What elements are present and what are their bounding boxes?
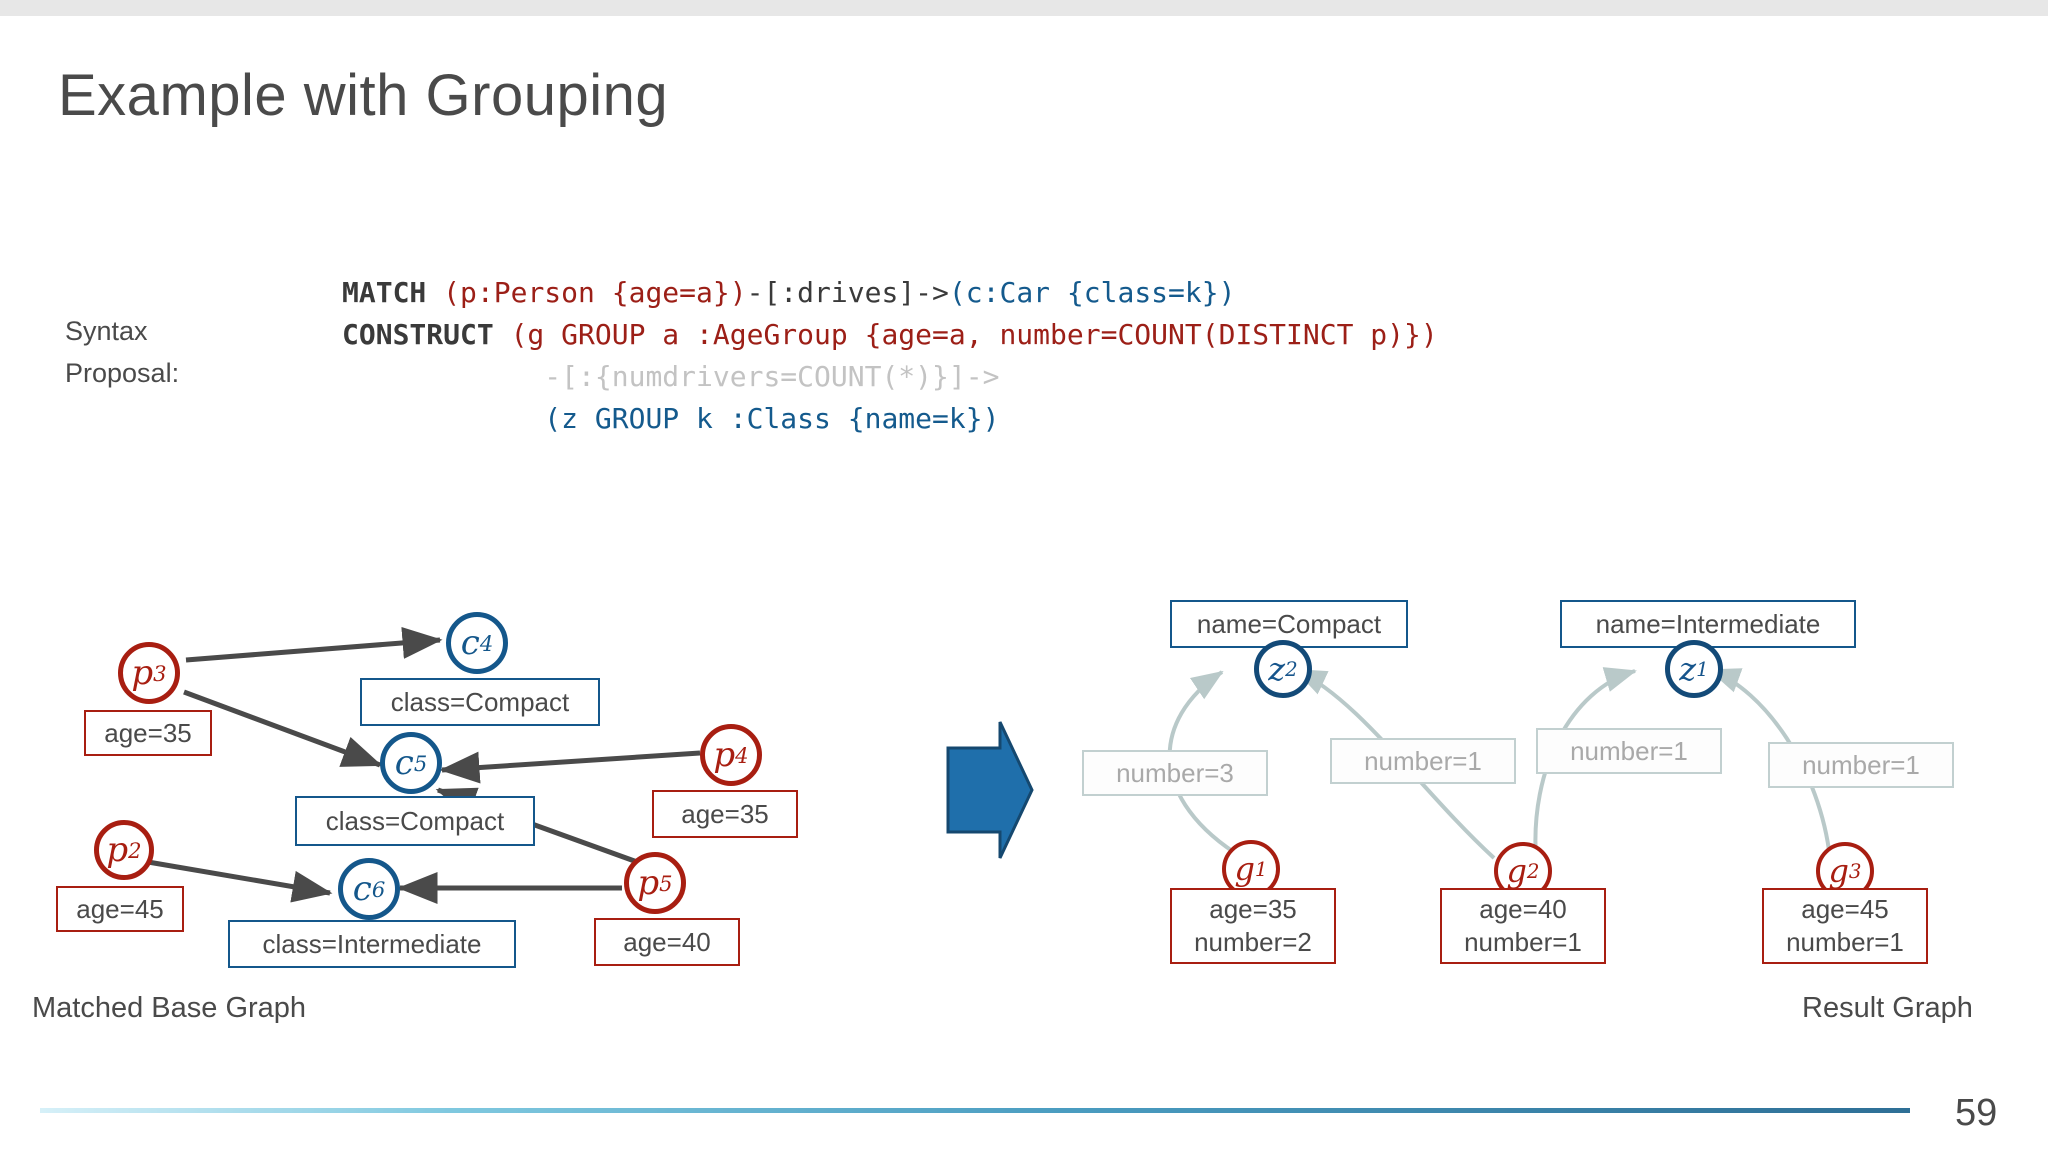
result-node-g1-property: age=35 number=2 [1170,888,1336,964]
base-node-c6-property-text: class=Intermediate [262,928,482,959]
result-node-z1-property-text: name=Intermediate [1595,608,1821,639]
result-node-g1-property-number: number=2 [1194,927,1312,957]
result-edge-label-g1-z2: number=3 [1082,750,1268,796]
result-graph-caption: Result Graph [1802,992,1973,1024]
base-node-c6-label: c [352,869,372,909]
result-node-g3-property-number: number=1 [1786,927,1904,957]
base-node-c4-property-text: class=Compact [390,686,570,717]
footer-divider [40,1108,1910,1113]
result-node-z2-sub: 2 [1285,657,1298,681]
result-node-g3-sub: 3 [1848,859,1862,883]
result-node-z1-label: z [1679,650,1697,688]
base-node-p2-sub: 2 [128,837,142,863]
base-node-p2-label: p [106,830,129,870]
code-match-car: (c:Car {class=k}) [948,276,1236,309]
result-node-z1-property: name=Intermediate [1560,600,1856,648]
base-node-p3-property-text: age=35 [104,717,192,748]
base-node-p2-property: age=45 [56,886,184,932]
base-node-c5-property: class=Compact [295,796,535,846]
result-node-g2-property-age: age=40 [1479,894,1567,924]
base-node-p5-property-text: age=40 [623,926,711,957]
base-node-p3-sub: 3 [153,660,167,686]
result-node-z2-label: z [1268,650,1286,688]
code-match-person: (p:Person {age=a}) [443,276,747,309]
base-node-c5-property-text: class=Compact [325,805,505,836]
base-node-c6-sub: 6 [371,876,386,902]
base-graph-edge-p3-c5 [183,689,383,768]
page-number: 59 [1955,1092,1998,1134]
base-node-c4-property: class=Compact [360,678,600,726]
result-node-g2-sub: 2 [1526,859,1540,883]
result-node-g1-property-age: age=35 [1209,894,1297,924]
base-node-c5-label: c [394,743,414,783]
result-node-g3-label: g [1828,852,1849,890]
result-node-g1-label: g [1234,850,1255,888]
result-node-g2-label: g [1506,852,1527,890]
result-edge-label-g2-z1: number=1 [1536,728,1722,774]
page-title: Example with Grouping [58,63,669,128]
base-graph-caption: Matched Base Graph [32,992,307,1024]
base-node-c4-sub: 4 [479,630,494,656]
result-node-z2-property-text: name=Compact [1196,608,1382,639]
result-edge-label-g1-z2-text: number=3 [1116,757,1234,788]
result-edge-label-g2-z1-text: number=1 [1570,735,1688,766]
base-node-p3-property: age=35 [84,710,212,756]
code-construct-class: (z GROUP k :Class {name=k}) [544,402,1000,435]
result-edge-label-g3-z1-text: number=1 [1802,749,1920,780]
code-keyword-match: MATCH [342,276,427,309]
base-node-p4-property: age=35 [652,790,798,838]
code-construct-edge: -[:{numdrivers=COUNT(*)}]-> [544,360,1000,393]
base-node-p4-label: p [713,735,736,775]
syntax-label-line2: Proposal: [65,358,180,388]
base-graph-edge-p4-c5 [439,750,701,784]
syntax-code-block: MATCH (p:Person {age=a})-[:drives]->(c:C… [342,272,1438,440]
base-node-c5-sub: 5 [413,750,428,776]
base-node-p4-property-text: age=35 [681,798,769,829]
base-node-c4-label: c [460,623,480,663]
base-node-c6-property: class=Intermediate [228,920,516,968]
base-node-p2-property-text: age=45 [76,893,164,924]
result-edge-label-g2-z2-text: number=1 [1364,745,1482,776]
base-node-p5-label: p [637,863,660,903]
result-node-g2-property-number: number=1 [1464,927,1582,957]
result-node-g2-property: age=40 number=1 [1440,888,1606,964]
base-node-p4-sub: 4 [735,742,749,768]
result-edge-label-g3-z1: number=1 [1768,742,1954,788]
code-construct-group: (g GROUP a :AgeGroup {age=a, number=COUN… [510,318,1438,351]
base-graph-edge-p3-c4 [185,626,443,663]
result-edge-label-g2-z2: number=1 [1330,738,1516,784]
syntax-label-line1: Syntax [65,316,148,346]
base-node-p3-label: p [131,653,154,693]
result-node-g3-property: age=45 number=1 [1762,888,1928,964]
syntax-proposal-label: Syntax Proposal: [65,310,179,394]
top-chrome-bar [0,0,2048,16]
result-node-g1-sub: 1 [1254,857,1268,881]
code-match-edge: -[:drives]-> [746,276,949,309]
base-node-p5-sub: 5 [659,870,673,896]
result-node-z1-sub: 1 [1696,657,1709,681]
result-node-g3-property-age: age=45 [1801,894,1889,924]
base-node-p5-property: age=40 [594,918,740,966]
transform-arrow [946,721,1034,859]
code-keyword-construct: CONSTRUCT [342,318,494,351]
